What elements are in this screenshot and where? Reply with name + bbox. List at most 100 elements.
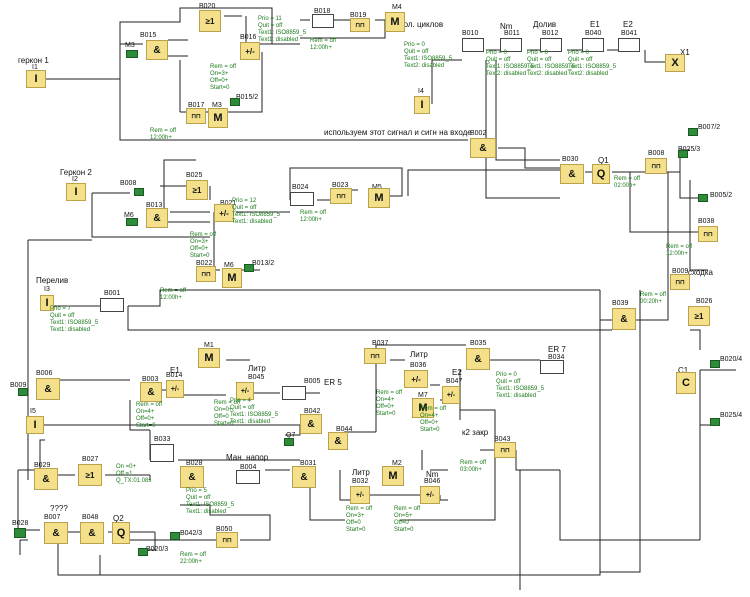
- block-b029-and[interactable]: &: [34, 468, 58, 490]
- block-b041[interactable]: [618, 38, 640, 52]
- label-b043: B043: [494, 436, 511, 443]
- block-b016[interactable]: +/-: [240, 42, 260, 60]
- block-b039[interactable]: &: [612, 308, 636, 330]
- block-b030[interactable]: &: [560, 164, 584, 184]
- params-b047: Rem = off On=4+ Off=0+ Start=0: [420, 406, 447, 433]
- block-b038[interactable]: ⊓⊓: [698, 226, 718, 242]
- flag-b028-icon: [14, 528, 26, 538]
- block-b007[interactable]: &: [44, 522, 68, 544]
- block-b002[interactable]: &: [470, 138, 496, 158]
- label-b029: B029: [34, 462, 51, 469]
- block-b021[interactable]: +/-: [214, 204, 234, 222]
- label-litr-1: Литр: [248, 364, 266, 373]
- block-b045[interactable]: +/-: [236, 382, 254, 400]
- block-b010[interactable]: [462, 38, 484, 52]
- relay-q2[interactable]: Q: [112, 522, 130, 544]
- input-i3[interactable]: I: [40, 295, 54, 311]
- flag-b008-icon: [134, 188, 144, 196]
- block-b032[interactable]: +/-: [350, 486, 370, 504]
- input-i2[interactable]: I: [66, 183, 86, 201]
- label-question: ????: [50, 504, 68, 513]
- block-b043[interactable]: ⊓⊓: [494, 442, 516, 458]
- label-b007-2: B007/2: [698, 124, 721, 131]
- block-b004[interactable]: [236, 470, 260, 484]
- label-m3b: M3: [212, 102, 222, 109]
- marker-m4[interactable]: M: [385, 12, 405, 32]
- block-b026[interactable]: ≥1: [688, 306, 710, 326]
- block-b040[interactable]: [582, 38, 604, 52]
- block-b009[interactable]: ⊓⊓: [670, 274, 690, 290]
- block-b006[interactable]: &: [36, 378, 60, 400]
- marker-m6[interactable]: M: [222, 268, 242, 288]
- marker-m3[interactable]: M: [208, 108, 228, 128]
- block-b011[interactable]: [500, 38, 522, 52]
- block-b025[interactable]: ≥1: [186, 180, 208, 200]
- label-b001: B001: [104, 290, 121, 297]
- marker-m2[interactable]: M: [382, 466, 404, 486]
- label-b019: B019: [350, 12, 367, 19]
- params-b045-timer: Rem = off On=0+ Off=0 Start=0: [214, 400, 241, 427]
- block-b034[interactable]: [540, 360, 564, 374]
- block-b050[interactable]: ⊓⊓: [216, 532, 238, 548]
- label-doliv: Долив: [533, 20, 557, 29]
- block-b044[interactable]: &: [328, 432, 348, 450]
- label-m6: M6: [124, 212, 134, 219]
- input-i4[interactable]: I: [414, 96, 430, 114]
- block-b027[interactable]: ≥1: [78, 464, 102, 486]
- block-b022[interactable]: ⊓⊓: [196, 266, 216, 282]
- block-b042[interactable]: &: [300, 414, 322, 434]
- flag-m3-icon: [126, 50, 138, 58]
- params-b008: Rem = off 02:00h+: [614, 176, 641, 189]
- label-litr-3: Литр: [352, 468, 370, 477]
- block-b020[interactable]: ≥1: [199, 10, 221, 32]
- label-c1: C1: [678, 366, 689, 375]
- block-b017[interactable]: ⊓⊓: [186, 108, 206, 124]
- block-b036[interactable]: +/-: [404, 370, 428, 388]
- label-b034: B034: [548, 354, 565, 361]
- label-m6b: M6: [224, 262, 234, 269]
- label-skhodka: сходка: [688, 268, 713, 277]
- label-nm-bot: Nm: [426, 470, 439, 479]
- marker-m7[interactable]: M: [412, 398, 434, 418]
- block-b001[interactable]: [100, 298, 124, 312]
- counter-c1[interactable]: C: [676, 372, 696, 394]
- block-b024[interactable]: [290, 192, 314, 206]
- block-b023[interactable]: ⊓⊓: [330, 188, 352, 204]
- label-litr-2: Литр: [410, 350, 428, 359]
- block-b047[interactable]: +/-: [442, 386, 460, 404]
- block-b046[interactable]: +/-: [420, 486, 440, 504]
- label-er5: ER 5: [324, 378, 342, 387]
- params-b046: Rem = off On=5+ Off=0 Start=0: [394, 506, 421, 533]
- block-b037[interactable]: ⊓⊓: [364, 348, 386, 364]
- label-b025: B025: [186, 172, 203, 179]
- block-b031[interactable]: &: [292, 466, 316, 488]
- label-b009: B009: [672, 268, 689, 275]
- label-b042: B042: [304, 408, 321, 415]
- flag-m6-icon: [126, 218, 138, 226]
- block-b033[interactable]: [150, 444, 174, 462]
- label-b020-4: B020/4: [720, 356, 743, 363]
- block-b035[interactable]: &: [466, 348, 490, 370]
- relay-q1[interactable]: Q: [592, 164, 610, 184]
- block-b028[interactable]: &: [180, 466, 204, 488]
- params-b018: Rem = off 12:00h+: [310, 38, 337, 51]
- block-b015[interactable]: &: [146, 40, 168, 60]
- block-b048[interactable]: &: [80, 522, 104, 544]
- block-b013[interactable]: &: [146, 208, 168, 228]
- block-b019[interactable]: ⊓⊓: [350, 18, 370, 32]
- label-e2-mid: E2: [452, 368, 462, 377]
- label-b037: B037: [372, 340, 389, 347]
- block-b012[interactable]: [540, 38, 562, 52]
- block-b014[interactable]: +/-: [166, 380, 184, 398]
- params-i3: Prio = 7 Quit = off Text1: ISO8859_5 Tex…: [50, 306, 99, 333]
- marker-m1[interactable]: M: [198, 348, 220, 368]
- params-b021-timer: Rem = off On=3+ Off=0+ Start=0: [190, 232, 217, 259]
- marker-m5[interactable]: M: [368, 188, 390, 208]
- block-b003[interactable]: &: [140, 382, 162, 402]
- block-b005[interactable]: [282, 386, 306, 400]
- input-i1[interactable]: I: [26, 70, 46, 88]
- block-b008[interactable]: ⊓⊓: [645, 158, 667, 174]
- block-b018[interactable]: [312, 14, 334, 28]
- output-x1[interactable]: X: [665, 54, 685, 72]
- input-i5[interactable]: I: [26, 416, 44, 434]
